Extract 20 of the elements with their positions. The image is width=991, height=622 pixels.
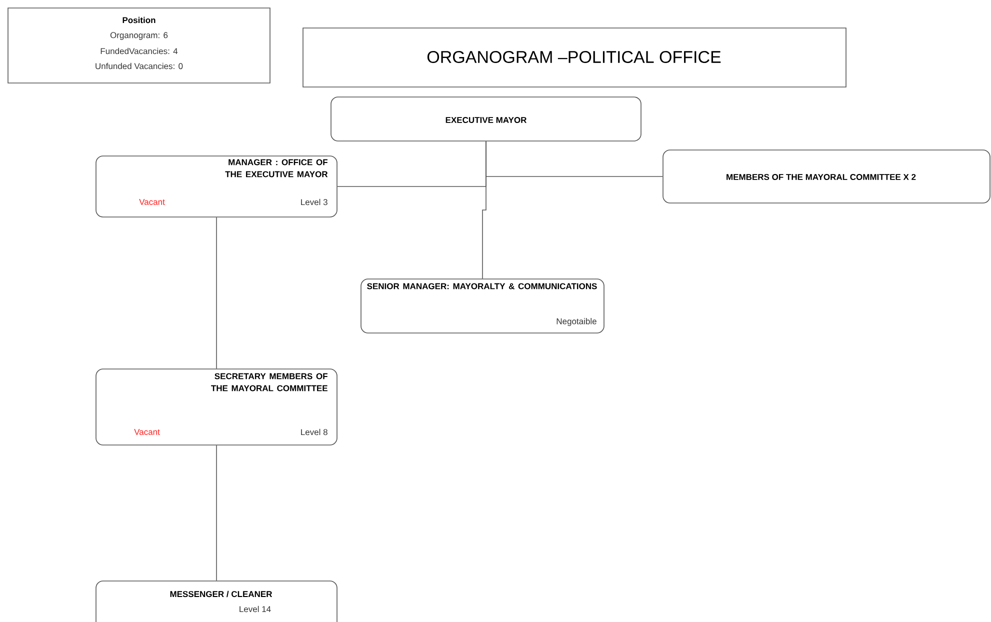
status-text: Vacant <box>139 199 165 205</box>
title: ORGANOGRAM –POLITICAL OFFICE <box>427 50 721 64</box>
position-title: EXECUTIVE MAYOR <box>446 117 527 123</box>
count-text: Unfunded Vacancies: 0 <box>96 62 183 70</box>
position-title: SENIOR MANAGER: MAYORALTY & COMMUNICATIONS <box>367 283 597 290</box>
count-text: FundedVacancies: 4 <box>100 48 178 54</box>
level-text: Level 8 <box>301 428 328 436</box>
connector-line <box>216 445 217 581</box>
connector-line <box>482 141 486 279</box>
heading: Position <box>122 16 156 24</box>
level-text: Level 14 <box>240 606 271 612</box>
count-text: Organogram: 6 <box>110 32 168 40</box>
level-text: Level 3 <box>301 198 328 206</box>
position-title: SECRETARY MEMBERS OF THE MAYORAL COMMITTEE <box>211 373 328 392</box>
position-title: MEMBERS OF THE MAYORAL COMMITTEE X 2 <box>726 174 916 180</box>
position-title: MANAGER : OFFICE OF THE EXECUTIVE MAYOR <box>225 159 328 178</box>
connector-line <box>216 217 217 369</box>
status-text: Vacant <box>134 429 160 435</box>
position-title: MESSENGER / CLEANER <box>170 590 272 598</box>
salary-text: Negotaible <box>556 318 596 326</box>
